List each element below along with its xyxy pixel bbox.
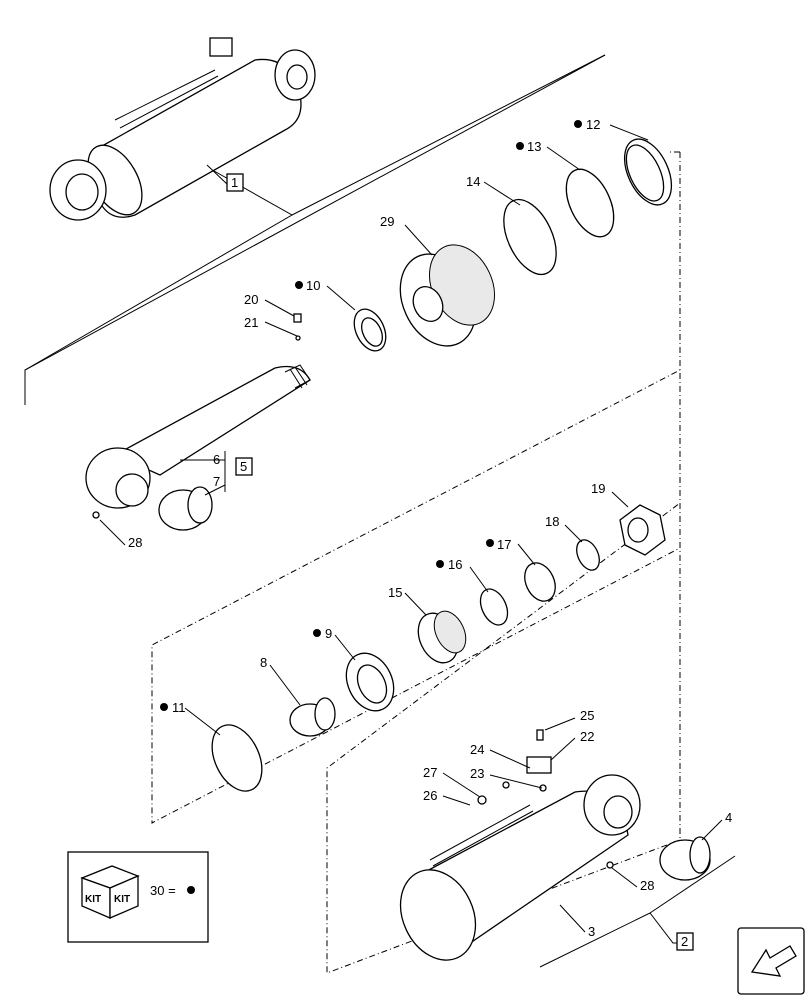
kit-marker-dots	[160, 120, 582, 711]
callout-6: 6	[213, 452, 220, 467]
callout-10: 10	[306, 278, 320, 293]
callout-21: 21	[244, 315, 258, 330]
callout-27: 27	[423, 765, 437, 780]
callout-23: 23	[470, 766, 484, 781]
callout-8: 8	[260, 655, 267, 670]
piston-rod-drawing	[85, 364, 311, 509]
callout-14: 14	[466, 174, 480, 189]
arrow-back-icon[interactable]	[737, 927, 805, 995]
callout-17: 17	[497, 537, 511, 552]
callout-28-upper: 28	[128, 535, 142, 550]
callout-5: 5	[240, 459, 247, 474]
callout-24: 24	[470, 742, 484, 757]
seal-parts	[92, 138, 673, 792]
kit-label-left: KIT	[85, 894, 101, 905]
callout-19: 19	[591, 481, 605, 496]
callout-labels: 1 2 5 12 13 14 29 10 20 21 6 7 28 19 18 …	[128, 117, 732, 951]
callout-29: 29	[380, 214, 394, 229]
callout-26: 26	[423, 788, 437, 803]
callout-12: 12	[586, 117, 600, 132]
kit-equation: 30 =	[150, 883, 176, 898]
kit-marker-dot	[187, 886, 195, 894]
callout-9: 9	[325, 626, 332, 641]
callout-2: 2	[681, 934, 688, 949]
callout-4: 4	[725, 810, 732, 825]
kit-box-icon: KIT KIT	[80, 865, 140, 919]
callout-20: 20	[244, 292, 258, 307]
cylinder-assembly-drawing	[49, 37, 316, 221]
callout-11: 11	[172, 700, 186, 715]
callout-18: 18	[545, 514, 559, 529]
callout-15: 15	[388, 585, 402, 600]
callout-3: 3	[588, 924, 595, 939]
callout-25: 25	[580, 708, 594, 723]
kit-legend: KIT KIT 30 =	[67, 851, 209, 943]
callout-7: 7	[213, 474, 220, 489]
cylinder-barrel-drawing	[399, 729, 711, 961]
callout-1: 1	[231, 175, 238, 190]
callout-16: 16	[448, 557, 462, 572]
callout-13: 13	[527, 139, 541, 154]
callout-22: 22	[580, 729, 594, 744]
kit-label-right: KIT	[114, 894, 130, 905]
callout-28-lower: 28	[640, 878, 654, 893]
